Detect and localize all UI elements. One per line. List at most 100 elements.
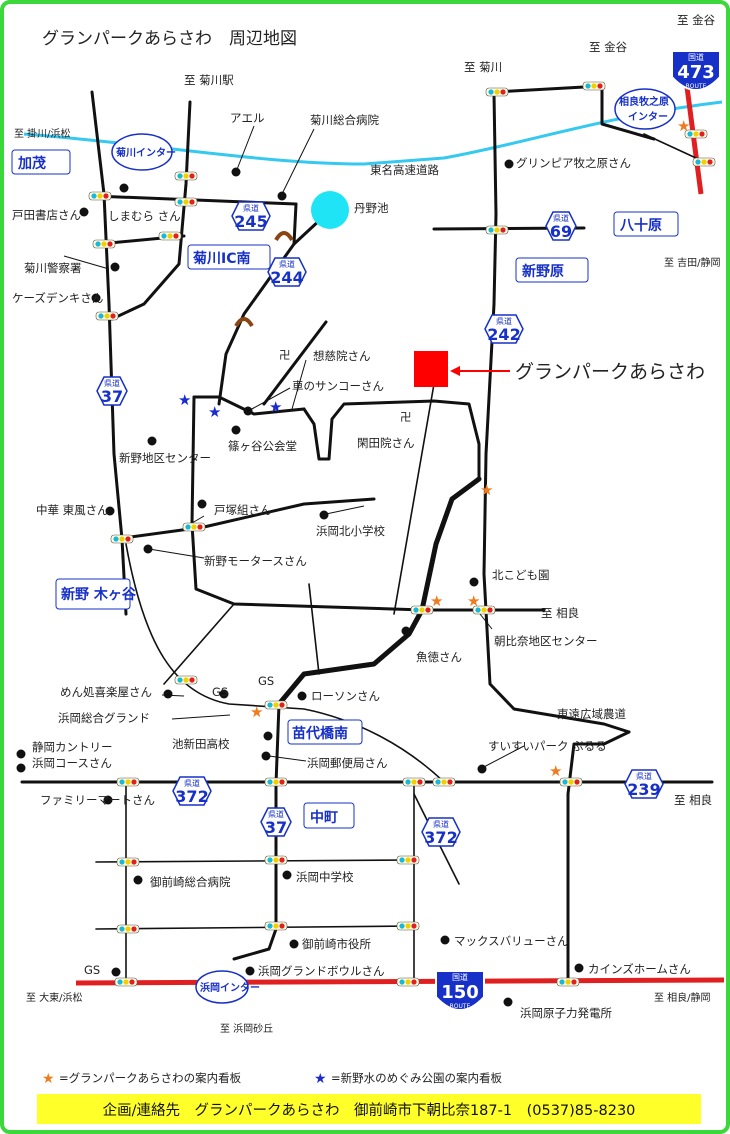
svg-text:苗代橋南: 苗代橋南 bbox=[292, 725, 348, 742]
svg-text:372: 372 bbox=[424, 828, 457, 847]
road-network bbox=[20, 84, 714, 985]
svg-text:69: 69 bbox=[550, 222, 572, 241]
footer-bar: 企画/連絡先 グランパークあらさわ 御前崎市下朝比奈187-1 (0537)85… bbox=[37, 1094, 701, 1124]
landmark-kikugawa-police: 菊川警察署 bbox=[24, 261, 82, 275]
landmark-tanno-pond: 丹野池 bbox=[354, 201, 389, 215]
traffic-signal-icon bbox=[174, 197, 198, 207]
traffic-signal-icon bbox=[472, 605, 496, 615]
torii-icon-south bbox=[234, 317, 254, 328]
kz-denki-dot-icon bbox=[91, 293, 101, 303]
nuclear-plant-dot-icon bbox=[503, 997, 513, 1007]
landmarks: アエル菊川総合病院しまむら さん戸田書店さん丹野池菊川警察署ケーズデンキさんグリ… bbox=[12, 111, 691, 1020]
temple-icon-kandain: 卍 bbox=[400, 410, 412, 424]
landmark-kita-kodomoen: 北こども園 bbox=[492, 568, 550, 582]
familymart-dot-icon bbox=[103, 795, 113, 805]
traffic-signal-icon bbox=[95, 311, 119, 321]
chuka-tofu-dot-icon bbox=[105, 506, 115, 516]
landmark-shimamura: しまむら さん bbox=[108, 209, 181, 223]
landmark-car-sanko: 車のサンコーさん bbox=[292, 379, 384, 393]
footer-text: 企画/連絡先 グランパークあらさわ 御前崎市下朝比奈187-1 (0537)85… bbox=[102, 1102, 636, 1119]
blue-star-icon: ★ bbox=[208, 403, 221, 421]
traffic-signal-icon bbox=[410, 605, 434, 615]
svg-text:県道: 県道 bbox=[104, 378, 120, 388]
road-name-toen: 東遠広域農道 bbox=[557, 707, 626, 721]
orange-star-icon: ★ bbox=[467, 592, 480, 610]
hamaoka-post-dot-icon bbox=[261, 751, 271, 761]
svg-text:相良牧之原: 相良牧之原 bbox=[619, 95, 669, 108]
traffic-signal-icon bbox=[692, 157, 716, 167]
max-value-dot-icon bbox=[440, 935, 450, 945]
dir-sagara-shizuoka: 至 相良/静岡 bbox=[654, 991, 711, 1004]
dir-kakegawa: 至 掛川/浜松 bbox=[14, 127, 71, 140]
traffic-signal-icon bbox=[402, 777, 426, 787]
svg-text:菊川インター: 菊川インター bbox=[116, 146, 176, 159]
landmark-hamaoka-kita-school: 浜岡北小学校 bbox=[316, 524, 385, 538]
sign-stars: ★★★★★★★★★ bbox=[178, 117, 690, 780]
blue-star-icon: ★ bbox=[269, 398, 282, 416]
svg-text:八十原: 八十原 bbox=[619, 217, 662, 234]
orange-star-icon: ★ bbox=[250, 703, 263, 721]
landmark-nuclear-plant: 浜岡原子力発電所 bbox=[520, 1006, 612, 1020]
svg-text:新野原: 新野原 bbox=[522, 263, 564, 280]
dir-kanaya-right: 至 金谷 bbox=[677, 13, 716, 27]
dir-sagara-mid: 至 相良 bbox=[541, 606, 579, 620]
traffic-signal-icon bbox=[485, 225, 509, 235]
traffic-signal-icon bbox=[432, 777, 456, 787]
road-name-tomei: 東名高速道路 bbox=[370, 163, 439, 177]
traffic-signals bbox=[88, 81, 716, 987]
tag-naeshiro-bashi-minami: 苗代橋南 bbox=[287, 719, 363, 745]
blue-star-icon: ★ bbox=[178, 391, 191, 409]
shizuoka-country-dot-icon bbox=[16, 749, 26, 759]
gs3-dot-icon bbox=[111, 967, 121, 977]
landmark-kandain: 閑田院さん bbox=[357, 436, 415, 450]
svg-text:県道: 県道 bbox=[184, 778, 200, 788]
traffic-signal-icon bbox=[396, 855, 420, 865]
traffic-signal-icon bbox=[582, 81, 606, 91]
svg-text:中町: 中町 bbox=[310, 809, 338, 826]
dir-yoshida: 至 吉田/静岡 bbox=[664, 256, 721, 269]
svg-text:150: 150 bbox=[441, 982, 479, 1003]
landmark-gs1: GS bbox=[212, 685, 228, 699]
traffic-signal-icon bbox=[396, 977, 420, 987]
landmark-suisui-park: すいすいパーク ぷるる bbox=[488, 739, 607, 753]
dir-daito: 至 大東/浜松 bbox=[26, 991, 83, 1004]
traffic-signal-icon bbox=[116, 924, 140, 934]
blue-star-icon: ★ bbox=[314, 1071, 327, 1087]
traffic-signal-icon bbox=[92, 239, 116, 249]
orange-star-icon: ★ bbox=[677, 117, 690, 135]
shinno-center-dot-icon bbox=[147, 436, 157, 446]
landmark-sojiin: 想慈院さん bbox=[313, 349, 371, 363]
svg-text:インター: インター bbox=[628, 111, 668, 123]
landmark-shizuoka-country: 静岡カントリー bbox=[32, 740, 113, 754]
car-sanko-dot-icon bbox=[243, 406, 253, 416]
kita-kodomoen-dot-icon bbox=[469, 577, 479, 587]
landmark-shinno-motors: 新野モータースさん bbox=[204, 554, 307, 568]
landmark-menya: めん処喜楽屋さん bbox=[60, 685, 152, 699]
svg-text:県道: 県道 bbox=[268, 809, 284, 819]
lawson-dot-icon bbox=[297, 691, 307, 701]
landmark-omaezaki-hospital: 御前崎総合病院 bbox=[150, 875, 231, 889]
traffic-signal-icon bbox=[485, 87, 509, 97]
totsuka-dot-icon bbox=[197, 499, 207, 509]
landmark-chuka-tofu: 中華 東風さん bbox=[36, 503, 109, 517]
gs1-dot-icon bbox=[219, 689, 229, 699]
destination-arrowhead bbox=[450, 366, 460, 376]
cainz-dot-icon bbox=[574, 963, 584, 973]
traffic-signal-icon bbox=[116, 777, 140, 787]
svg-text:国道: 国道 bbox=[452, 972, 468, 982]
dir-kanaya-mid: 至 金谷 bbox=[589, 40, 628, 54]
omaezaki-city-hall-dot-icon bbox=[289, 939, 299, 949]
leader-lines bbox=[63, 125, 525, 770]
tag-kamo: 加茂 bbox=[11, 149, 71, 175]
tag-shinno-kigaya: 新野 木ヶ谷 bbox=[55, 578, 137, 610]
svg-text:ROUTE: ROUTE bbox=[450, 1003, 471, 1010]
orange-star-icon: ★ bbox=[430, 592, 443, 610]
menya-dot-icon bbox=[163, 689, 173, 699]
svg-text:37: 37 bbox=[101, 387, 123, 406]
omaezaki-hospital-dot-icon bbox=[133, 875, 143, 885]
landmark-aeru: アエル bbox=[230, 111, 265, 125]
traffic-signal-icon bbox=[114, 977, 138, 987]
